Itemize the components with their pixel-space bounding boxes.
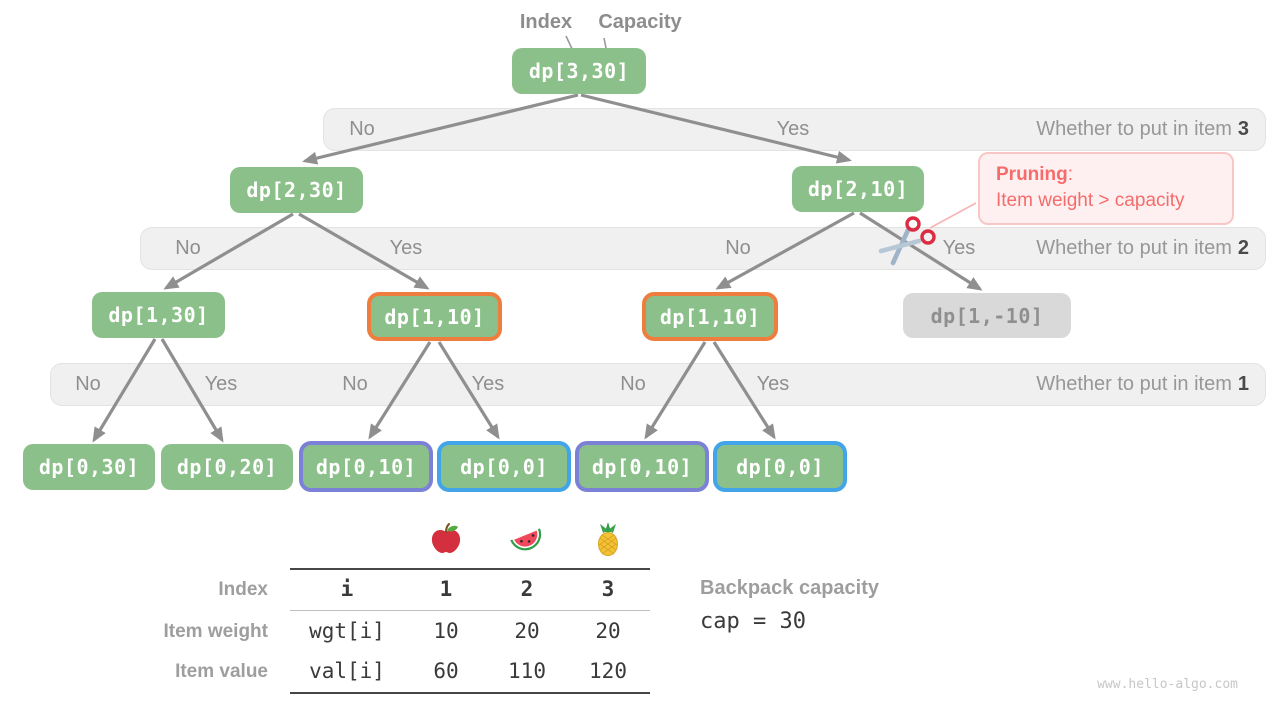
table-cell: 3 [601, 577, 615, 601]
apple-icon [431, 523, 461, 553]
node-dp-0-30: dp[0,30] [23, 444, 155, 490]
pruning-connector-line [929, 202, 977, 229]
node-dp-1-30: dp[1,30] [92, 292, 225, 338]
branch-yes-label: Yes [756, 373, 790, 395]
table-row-label-index: Index [218, 579, 268, 600]
table-rule-top [290, 568, 650, 570]
pruning-separator: : [1067, 164, 1074, 185]
node-dp-0-10-right: dp[0,10] [575, 441, 709, 492]
table-cell: val[i] [309, 659, 385, 683]
table-cell: 20 [595, 619, 621, 643]
watermelon-icon [510, 528, 542, 551]
backpack-capacity-label: Backpack capacity [700, 577, 880, 599]
table-cell: i [340, 577, 354, 601]
node-dp-0-10-left: dp[0,10] [299, 441, 433, 492]
branch-no-label: No [620, 373, 646, 395]
backpack-capacity-value: cap = 30 [700, 609, 806, 634]
node-dp-1-10-left: dp[1,10] [367, 292, 502, 341]
node-dp-0-0-left: dp[0,0] [437, 441, 571, 492]
branch-yes-label: Yes [471, 373, 505, 395]
branch-yes-label: Yes [776, 118, 810, 140]
decision-band-item-1: No Yes No Yes No Yes Whether to put in i… [50, 363, 1266, 406]
band-question-text: Whether to put in item [1036, 373, 1232, 395]
pruning-reason: Item weight > capacity [996, 190, 1185, 211]
band-question-item: 2 [1237, 237, 1249, 259]
band-question-item: 3 [1237, 118, 1249, 140]
branch-yes-label: Yes [389, 237, 423, 259]
branch-yes-label: Yes [942, 237, 976, 259]
watermark: www.hello-algo.com [1097, 677, 1238, 692]
pruning-callout: Pruning: Item weight > capacity [978, 152, 1234, 225]
table-rule-header [290, 610, 650, 611]
node-dp-0-0-right: dp[0,0] [713, 441, 847, 492]
node-dp-0-20: dp[0,20] [161, 444, 293, 490]
node-dp-1-10-right: dp[1,10] [642, 292, 778, 341]
pineapple-icon [598, 522, 618, 556]
table-cell: 10 [433, 619, 459, 643]
table-cell: 1 [439, 577, 453, 601]
node-dp-3-30: dp[3,30] [512, 48, 646, 94]
table-cell: 20 [514, 619, 540, 643]
table-cell: 110 [508, 659, 546, 683]
node-dp-1-neg10: dp[1,-10] [903, 293, 1071, 338]
table-cell: 60 [433, 659, 459, 683]
branch-no-label: No [349, 118, 375, 140]
pruning-title: Pruning [996, 164, 1068, 185]
band-question-text: Whether to put in item [1036, 118, 1232, 140]
node-dp-2-30: dp[2,30] [230, 167, 363, 213]
branch-yes-label: Yes [204, 373, 238, 395]
band-question-item: 1 [1237, 373, 1249, 395]
capacity-label: Capacity [598, 11, 682, 33]
branch-no-label: No [342, 373, 368, 395]
table-row-label-weight: Item weight [163, 621, 268, 642]
branch-no-label: No [75, 373, 101, 395]
branch-no-label: No [175, 237, 201, 259]
table-rule-bottom [290, 692, 650, 694]
table-row-label-value: Item value [175, 661, 268, 682]
table-cell: 2 [520, 577, 534, 601]
index-label: Index [519, 11, 573, 33]
table-cell: 120 [589, 659, 627, 683]
node-dp-2-10: dp[2,10] [792, 166, 924, 212]
branch-no-label: No [725, 237, 751, 259]
band-question-text: Whether to put in item [1036, 237, 1232, 259]
table-cell: wgt[i] [309, 619, 385, 643]
